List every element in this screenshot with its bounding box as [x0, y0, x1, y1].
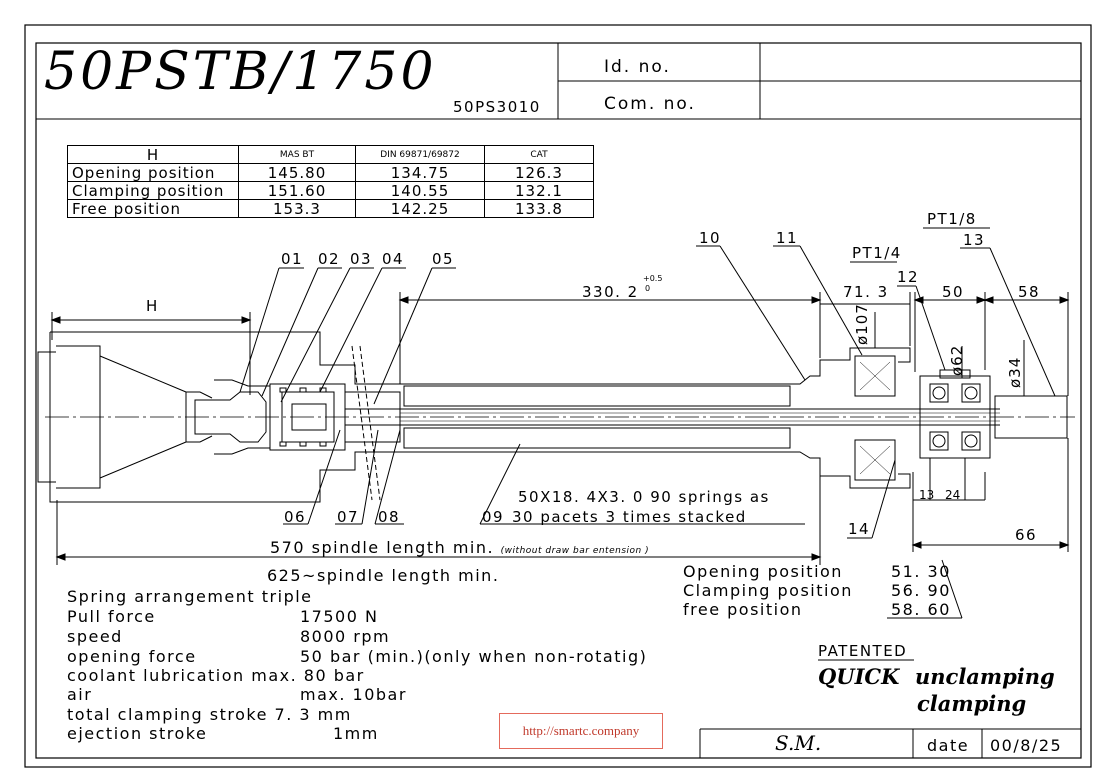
- row-value: 134.75: [355, 163, 485, 182]
- position-free-value: 58. 60: [891, 600, 951, 619]
- position-table: H MAS BT DIN 69871/69872 CAT Opening pos…: [67, 145, 594, 218]
- row-label: Free position: [67, 199, 239, 218]
- patent-clamping: clamping: [917, 691, 1027, 716]
- spec-total-stroke: total clamping stroke 7. 3 mm: [67, 705, 352, 724]
- outer-frame: [24, 24, 1092, 768]
- row-value: 133.8: [484, 199, 594, 218]
- part-number-08: 08: [378, 508, 401, 526]
- diameter-62: ø62: [948, 344, 966, 376]
- dimension-66: 66: [1015, 526, 1038, 544]
- row-value: 153.3: [238, 199, 356, 218]
- part-number-07: 07: [337, 508, 360, 526]
- spec-value: triple: [261, 587, 313, 606]
- table-header-mas: MAS BT: [238, 145, 356, 164]
- dimension-330-tol-lower: 0: [645, 284, 651, 293]
- table-row: Opening position 145.80 134.75 126.3: [67, 163, 594, 182]
- dimension-71: 71. 3: [843, 283, 889, 301]
- row-value: 145.80: [238, 163, 356, 182]
- part-number-12: 12: [897, 268, 920, 286]
- row-label: Opening position: [67, 163, 239, 182]
- diameter-34: ø34: [1006, 356, 1024, 388]
- spec-ejection-value: 1mm: [333, 724, 379, 743]
- dimension-24: 24: [945, 488, 961, 502]
- id-label: Id. no.: [604, 57, 671, 77]
- spindle-625-label: 625~spindle length min.: [267, 566, 500, 585]
- patent-quick: QUICK: [818, 664, 900, 689]
- part-number-06: 06: [284, 508, 307, 526]
- part-number-04: 04: [382, 250, 405, 268]
- watermark-stamp: http://smartc.company: [499, 713, 663, 749]
- patent-unclamping: unclamping: [915, 664, 1055, 689]
- row-value: 126.3: [484, 163, 594, 182]
- table-header-h: H: [67, 145, 239, 164]
- spec-spring-arrangement: Spring arrangement triple: [67, 587, 313, 606]
- date-value: 00/8/25: [990, 736, 1063, 755]
- row-value: 151.60: [238, 181, 356, 200]
- position-opening-value: 51. 30: [891, 562, 951, 581]
- row-value: 132.1: [484, 181, 594, 200]
- dimension-13: 13: [919, 488, 935, 502]
- dimension-50: 50: [942, 283, 965, 301]
- spec-opening-force-value: 50 bar (min.)(only when non-rotatig): [300, 647, 648, 666]
- part-number-05: 05: [432, 250, 455, 268]
- part-number-11: 11: [776, 229, 799, 247]
- spec-label: total clamping stroke: [67, 705, 268, 724]
- part-number-02: 02: [318, 250, 341, 268]
- table-header-cat: CAT: [484, 145, 594, 164]
- drawing-code: 50PS3010: [453, 98, 541, 116]
- part-number-10: 10: [699, 229, 722, 247]
- position-free-label: free position: [683, 600, 803, 619]
- part-number-14: 14: [848, 520, 871, 538]
- pt-1-4-label: PT1/4: [852, 244, 902, 262]
- spec-speed-label: speed: [67, 627, 123, 646]
- spec-speed-value: 8000 rpm: [300, 627, 391, 646]
- spec-value: max. 80 bar: [251, 666, 365, 685]
- part-number-09: 09: [482, 508, 505, 526]
- part-number-01: 01: [281, 250, 304, 268]
- table-row: Clamping position 151.60 140.55 132.1: [67, 181, 594, 200]
- springs-note-line2: 30 pacets 3 times stacked: [512, 508, 747, 526]
- patented-label: PATENTED: [818, 642, 908, 660]
- spec-value: 7. 3 mm: [274, 705, 352, 724]
- position-opening-label: Opening position: [683, 562, 843, 581]
- position-clamping-value: 56. 90: [891, 581, 951, 600]
- row-value: 142.25: [355, 199, 485, 218]
- row-value: 140.55: [355, 181, 485, 200]
- table-header-row: H MAS BT DIN 69871/69872 CAT: [67, 145, 594, 164]
- spindle-570-note: (without draw bar entension ): [500, 546, 650, 556]
- author-initials: S.M.: [775, 731, 822, 755]
- spindle-570-label: 570 spindle length min. (without draw ba…: [270, 538, 649, 557]
- row-label: Clamping position: [67, 181, 239, 200]
- spec-ejection-label: ejection stroke: [67, 724, 208, 743]
- spec-label: coolant lubrication: [67, 666, 245, 685]
- dimension-330-tol-upper: +0.5: [643, 274, 663, 283]
- spec-air-value: max. 10bar: [300, 685, 407, 704]
- spec-coolant: coolant lubrication max. 80 bar: [67, 666, 365, 685]
- table-row: Free position 153.3 142.25 133.8: [67, 199, 594, 218]
- part-number-03: 03: [350, 250, 373, 268]
- pt-1-8-label: PT1/8: [927, 210, 977, 228]
- com-label: Com. no.: [604, 94, 696, 114]
- dimension-330: 330. 2: [582, 283, 639, 301]
- dimension-58: 58: [1018, 283, 1041, 301]
- spec-label: Spring arrangement: [67, 587, 256, 606]
- springs-note-line1: 50X18. 4X3. 0 90 springs as: [518, 488, 770, 506]
- spec-pull-force-label: Pull force: [67, 607, 156, 626]
- dimension-h-label: H: [146, 297, 159, 315]
- diameter-107: ø107: [853, 303, 871, 345]
- spindle-570-text: 570 spindle length min.: [270, 538, 495, 557]
- spec-air-label: air: [67, 685, 93, 704]
- part-number-13: 13: [963, 231, 986, 249]
- date-label: date: [927, 736, 970, 755]
- drawing-title: 50PSTB/1750: [44, 42, 437, 102]
- spec-pull-force-value: 17500 N: [300, 607, 379, 626]
- position-clamping-label: Clamping position: [683, 581, 853, 600]
- spec-opening-force-label: opening force: [67, 647, 197, 666]
- table-header-din: DIN 69871/69872: [355, 145, 485, 164]
